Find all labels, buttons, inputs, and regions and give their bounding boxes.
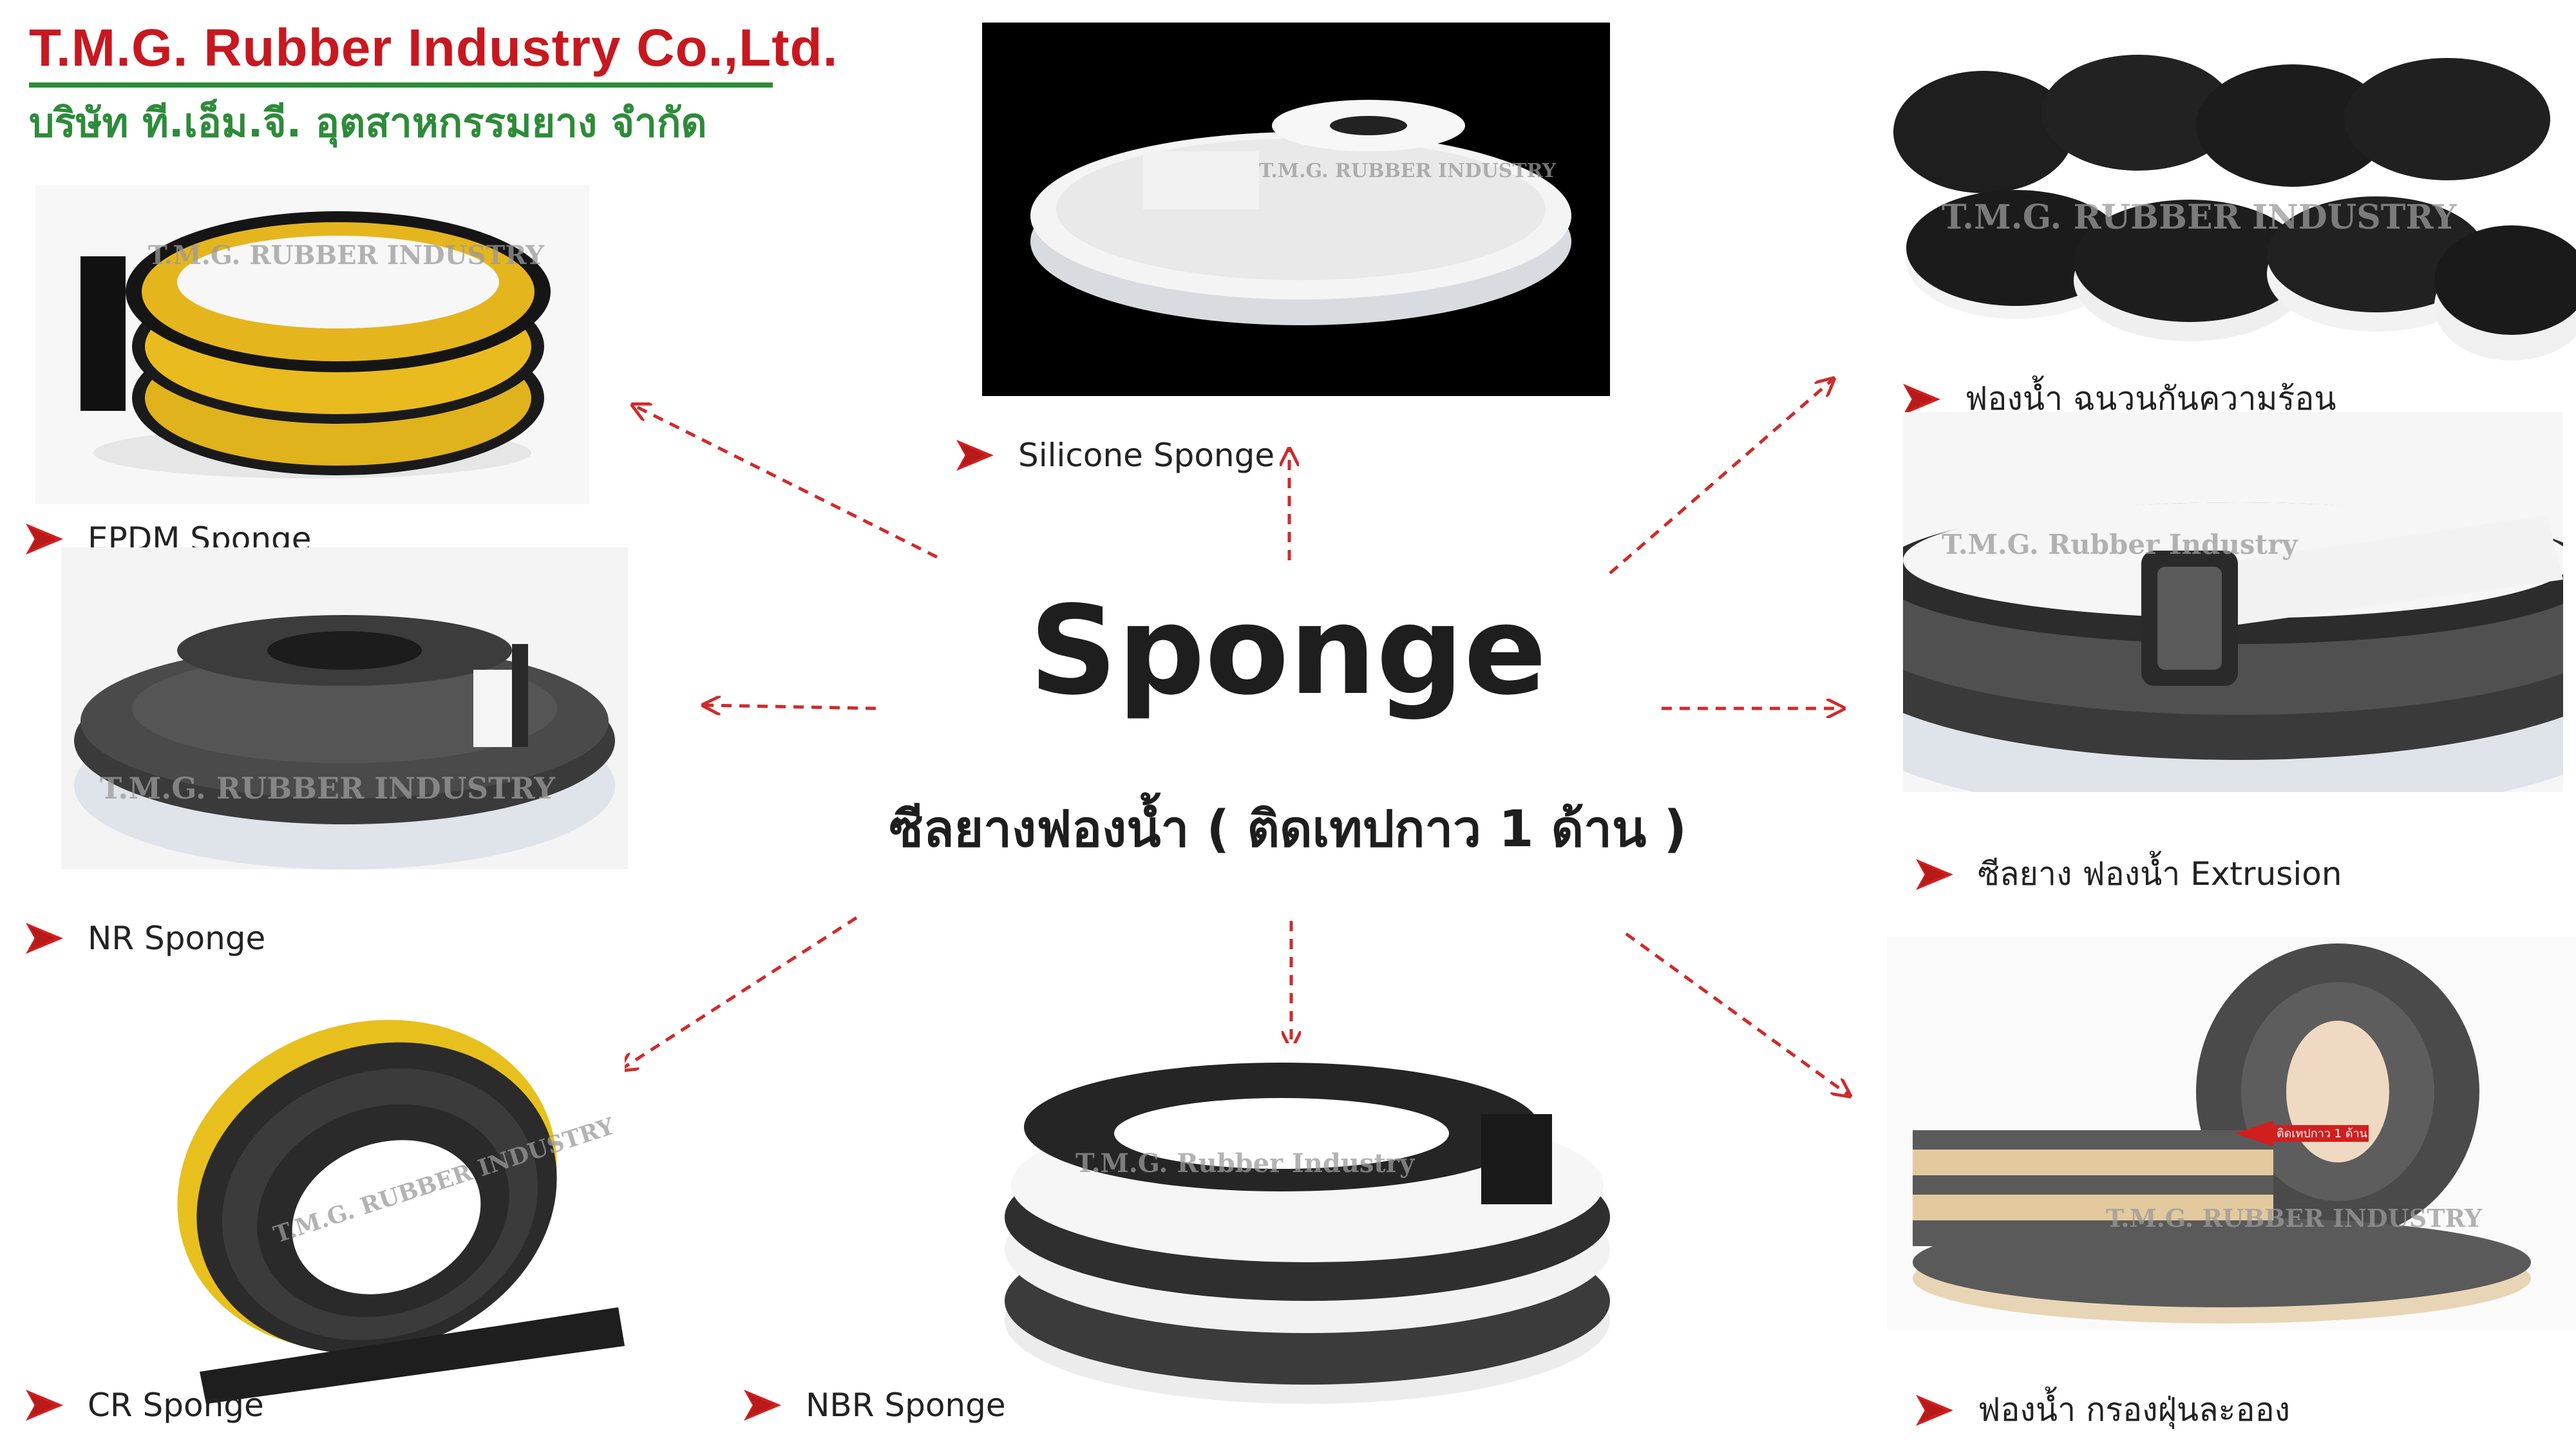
bullet-arrow-icon <box>26 922 63 954</box>
company-name-english: T.M.G. Rubber Industry Co.,Ltd. <box>29 19 838 77</box>
epdm-sponge-image: T.M.G. RUBBER INDUSTRY <box>35 185 589 504</box>
insulation-watermark: T.M.G. RUBBER INDUSTRY <box>1942 198 2457 237</box>
insulation-sponge-image: T.M.G. RUBBER INDUSTRY <box>1887 48 2576 370</box>
extrusion-sponge-image: T.M.G. Rubber Industry <box>1903 412 2563 792</box>
extrusion-sponge-label: ซีลยาง ฟองน้ำ Extrusion <box>1916 849 2342 900</box>
arrow-to-cr <box>621 916 858 1069</box>
silicone-sponge-label: Silicone Sponge <box>956 437 1274 474</box>
nbr-sponge-label: NBR Sponge <box>744 1387 1006 1424</box>
bullet-arrow-icon <box>26 1389 63 1421</box>
bullet-arrow-icon <box>26 523 63 555</box>
silicone-sponge-image: T.M.G. RUBBER INDUSTRY <box>982 23 1610 396</box>
nbr-watermark: T.M.G. Rubber Industry <box>1075 1148 1416 1179</box>
cr-sponge-label: CR Sponge <box>26 1387 264 1424</box>
arrow-to-epdm <box>634 406 938 559</box>
bullet-arrow-icon <box>1916 1394 1953 1426</box>
page-subtitle: ซีลยางฟองน้ำ ( ติดเทปกาว 1 ด้าน ) <box>889 800 1687 858</box>
extrusion-watermark: T.M.G. Rubber Industry <box>1942 529 2298 560</box>
company-name-thai: บริษัท ที.เอ็ม.จี. อุตสาหกรรมยาง จำกัด <box>29 99 707 146</box>
company-underline <box>29 82 773 88</box>
epdm-watermark: T.M.G. RUBBER INDUSTRY <box>148 240 544 270</box>
bullet-arrow-icon <box>744 1389 781 1421</box>
bullet-arrow-icon <box>956 439 994 471</box>
bullet-arrow-icon <box>1903 383 1940 415</box>
filter-sponge-label: ฟองน้ำ กรองฝุ่นละออง <box>1916 1385 2290 1435</box>
bullet-arrow-icon <box>1916 858 1953 891</box>
nbr-sponge-image: T.M.G. Rubber Industry <box>979 1043 1629 1410</box>
arrow-to-insulation <box>1609 380 1832 574</box>
arrow-to-nr <box>705 705 876 708</box>
filter-sponge-image: ติดเทปกาว 1 ด้าน T.M.G. RUBBER INDUSTRY <box>1887 937 2576 1330</box>
nr-watermark: T.M.G. RUBBER INDUSTRY <box>100 771 556 806</box>
insulation-sponge-label: ฟองน้ำ ฉนวนกันความร้อน <box>1903 374 2336 424</box>
cr-sponge-image: T.M.G. RUBBER INDUSTRY <box>122 985 625 1404</box>
filter-watermark: T.M.G. RUBBER INDUSTRY <box>2106 1204 2483 1233</box>
page-title: Sponge <box>1029 580 1547 722</box>
arrow-to-filter <box>1625 932 1848 1095</box>
nr-sponge-label: NR Sponge <box>26 920 265 957</box>
filter-tag-label: ติดเทปกาว 1 ด้าน <box>2277 1127 2367 1141</box>
nr-sponge-image: T.M.G. RUBBER INDUSTRY <box>61 547 628 869</box>
silicone-watermark: T.M.G. RUBBER INDUSTRY <box>1259 160 1557 182</box>
